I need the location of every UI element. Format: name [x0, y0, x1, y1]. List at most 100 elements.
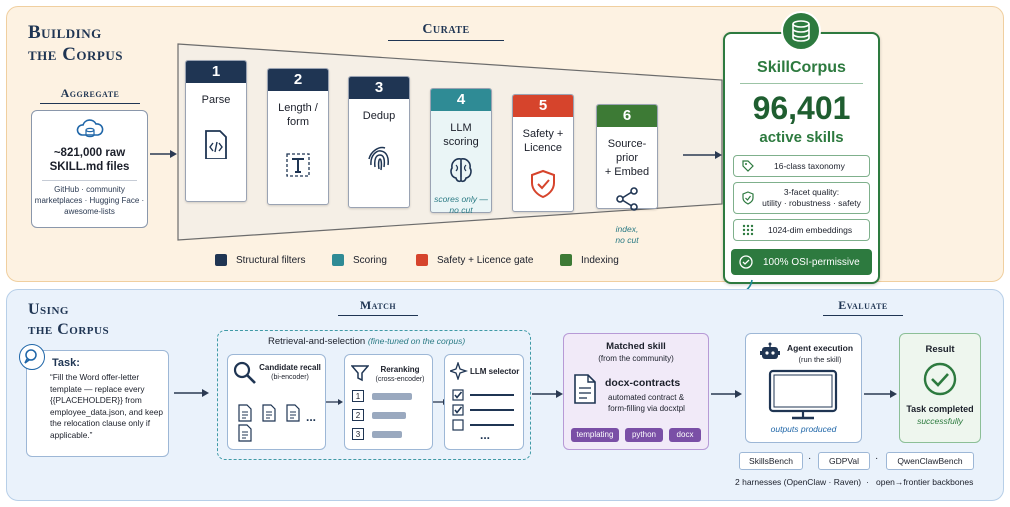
building-title: Building the Corpus: [28, 22, 123, 66]
rank-number: 2: [352, 409, 364, 421]
filter-icon: [351, 365, 369, 382]
chat-icon: [19, 344, 45, 370]
selector-title: LLM selector: [470, 367, 520, 376]
text-format-icon: [286, 153, 310, 177]
stage-number: 5: [513, 95, 573, 117]
license-box: 100% OSI-permissive: [731, 249, 872, 275]
matched-arrow: [711, 390, 742, 398]
embeddings-label: 1024-dim embeddings: [768, 225, 853, 235]
code-file-icon: [205, 130, 227, 160]
legend-swatch: [560, 254, 572, 266]
result-line2: successfully: [917, 416, 963, 426]
using-title: Using the Corpus: [28, 300, 109, 340]
bench-qwenclawbench: QwenClawBench: [886, 452, 974, 470]
share-icon: [616, 187, 638, 211]
retrieval-title-text: Retrieval-and-selection: [268, 336, 366, 347]
shield-check-icon: [742, 191, 754, 205]
selector-line: [470, 394, 514, 396]
result-line1: Task completed: [906, 404, 974, 414]
skill-name: docx-contracts: [605, 377, 681, 389]
legend-item: Scoring: [332, 254, 387, 266]
candidate-doc-icon: [262, 404, 276, 422]
fingerprint-icon: [368, 146, 389, 171]
quality-box: 3-facet quality: utility · robustness · …: [733, 182, 870, 214]
task-arrow: [174, 389, 209, 397]
checked-box-icon: [452, 404, 464, 416]
bench-skillsbench: SkillsBench: [739, 452, 803, 470]
rerank-title: Reranking: [380, 365, 420, 374]
checked-box-icon: [452, 389, 464, 401]
stage-label: Source-prior+ Embed: [604, 138, 650, 178]
license-label: 100% OSI-permissive: [763, 256, 860, 268]
raw-count: ~821,000 raw: [53, 147, 126, 159]
task-text: “Fill the Word offer-letter template — r…: [50, 372, 164, 440]
candidate-doc-icon: [238, 424, 252, 442]
taxonomy-box: 16-class taxonomy: [733, 155, 870, 177]
stage-number: 2: [268, 69, 328, 91]
quality-line2: utility · robustness · safety: [762, 198, 861, 208]
rerank-sub: (cross-encoder): [375, 376, 425, 383]
monitor-icon: [768, 369, 838, 420]
database-icon: [781, 11, 821, 51]
bench-separator-1: ·: [808, 453, 812, 464]
recall-sub: (bi-encoder): [271, 374, 309, 381]
legend-swatch: [416, 254, 428, 266]
backbone-separator: ·: [866, 477, 869, 487]
legend-label: Indexing: [581, 254, 619, 266]
skill-count-label: active skills: [759, 129, 844, 146]
aggregate-arrow: [150, 150, 177, 158]
building-title-line1: Building: [28, 22, 102, 43]
retrieval-note: (fine-tuned on the corpus): [367, 336, 466, 346]
shield-check-icon: [531, 169, 555, 199]
sparkle-icon: [450, 362, 468, 380]
legend-item: Indexing: [560, 254, 619, 266]
sources-line1: GitHub · community: [54, 185, 125, 194]
stage-label: Safety +Licence: [522, 128, 564, 154]
legend-item: Structural filters: [215, 254, 305, 266]
outputs-label: outputs produced: [770, 424, 837, 434]
selector-ellipsis: ...: [480, 428, 491, 442]
using-title-line2: the Corpus: [28, 321, 110, 338]
robot-icon: [760, 342, 780, 359]
match-heading: Match: [338, 298, 418, 316]
grid-dots-icon: [742, 224, 754, 236]
curate-heading: Curate: [388, 22, 504, 41]
stage-note: index,no cut: [615, 224, 639, 245]
recall-title: Candidate recall: [259, 363, 321, 372]
rank-number: 3: [352, 428, 364, 440]
stage-label: Length /form: [278, 102, 318, 128]
success-check-icon: [923, 362, 957, 396]
candidate-doc-icon: [238, 404, 252, 422]
stage-note: scores only —no cut: [434, 194, 488, 215]
result-title: Result: [925, 344, 955, 355]
retrieval-title: Retrieval-and-selection (fine-tuned on t…: [268, 336, 465, 347]
result-card: [899, 333, 981, 443]
backbone-note: open→frontier backbones: [876, 477, 974, 487]
legend-label: Scoring: [353, 254, 387, 266]
harness-note: 2 harnesses (OpenClaw · Raven): [735, 477, 862, 487]
raw-files: SKILL.md files: [49, 161, 130, 173]
bench-gdpval: GDPVal: [818, 452, 870, 470]
stage-label: Dedup: [362, 110, 396, 122]
skill-count: 96,401: [752, 90, 851, 126]
skill-desc-line1: automated contract &: [608, 393, 685, 402]
skillcorpus-name: SkillCorpus: [757, 59, 846, 76]
selector-card: [444, 354, 524, 450]
stage-number: 6: [597, 105, 657, 127]
sources-line3: awesome-lists: [64, 207, 115, 216]
aggregate-heading: Aggregate: [40, 86, 140, 104]
recall-ellipsis: ...: [306, 410, 317, 424]
search-icon: [233, 361, 256, 384]
recall-arrow: [326, 399, 343, 405]
cloud-database-icon: [76, 119, 103, 138]
brain-icon: [450, 158, 472, 183]
embeddings-box: 1024-dim embeddings: [733, 219, 870, 241]
document-icon: [574, 374, 596, 404]
matched-sub: (from the community): [598, 354, 674, 363]
selector-line: [470, 409, 514, 411]
